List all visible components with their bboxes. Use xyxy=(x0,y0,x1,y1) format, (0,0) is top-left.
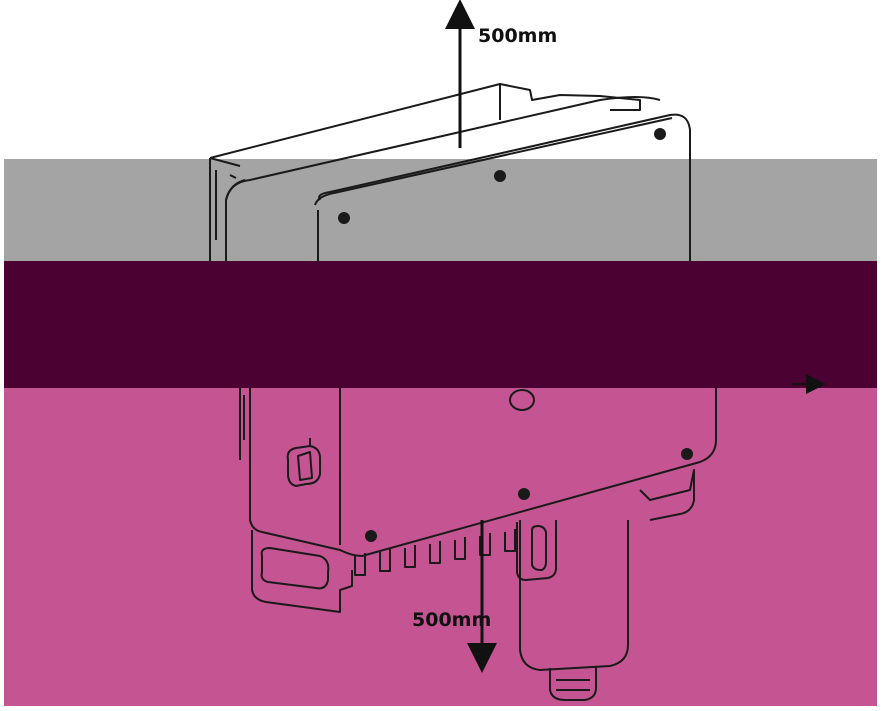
port-oval xyxy=(509,389,535,411)
ac-connection-box xyxy=(519,520,629,671)
lower-body xyxy=(249,388,717,557)
left-bracket xyxy=(251,530,353,613)
rear-housing xyxy=(209,83,641,159)
maroon-band xyxy=(4,261,877,388)
cooling-fins xyxy=(354,529,516,576)
screw-top-left xyxy=(338,212,350,224)
screw-bottom-left xyxy=(365,530,377,542)
screw-bottom-center xyxy=(518,488,530,500)
top-clearance-label: 500mm xyxy=(478,25,557,47)
screws xyxy=(338,128,693,542)
screw-bottom-right xyxy=(681,448,693,460)
side-handle xyxy=(516,520,557,581)
right-bracket xyxy=(639,469,695,521)
gray-band xyxy=(4,159,877,261)
bottom-clearance-label: 500mm xyxy=(412,609,491,631)
screw-top-right xyxy=(654,128,666,140)
dc-switch xyxy=(286,445,321,487)
screw-top-center xyxy=(494,170,506,182)
